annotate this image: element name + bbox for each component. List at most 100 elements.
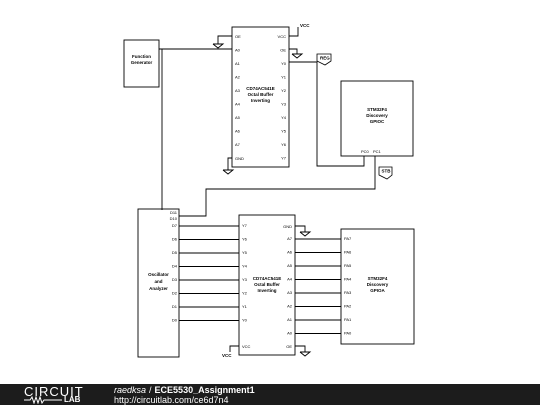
gpioa-name-3: GPIOA: [370, 288, 385, 293]
buffer-top-pin-r-y4: Y4: [281, 115, 287, 120]
buffer-top-pin-a5: A5: [235, 115, 241, 120]
credit-separator: /: [149, 385, 152, 395]
gpioa-name-1: STM32F4: [368, 276, 388, 281]
buffer-top-gnd-wire: [227, 157, 232, 170]
gpioc-name-3: GPIOC: [370, 119, 385, 124]
osc-pin-d6: D6: [172, 237, 178, 242]
buffer-top-pin-r-y7: Y7: [281, 156, 287, 161]
buffer-top-pin-a6: A6: [235, 129, 241, 134]
stm-gpioa-box[interactable]: [340, 228, 415, 345]
buffer-bottom-oe-gnd: [299, 351, 312, 357]
buffer-bottom-name-3: Inverting: [257, 288, 276, 293]
gpioa-pin-pa6: PA6: [344, 250, 352, 255]
buffer-top-pin-r-vcc: VCC: [278, 34, 287, 39]
buffer-top-pin-r-y5: Y5: [281, 129, 287, 134]
buffer-bottom-pin-r-a0: A0: [287, 331, 293, 336]
buffer-bottom-pin-y3: Y3: [242, 277, 248, 282]
buffer-bottom-pin-y6: Y6: [242, 237, 248, 242]
vcc-top-label: VCC: [300, 23, 310, 28]
osc-name-3: Analyzer: [149, 286, 168, 291]
gpioa-name-2: Discovery: [367, 282, 389, 287]
stb-label: STB: [382, 169, 392, 174]
osc-name-2: and: [154, 279, 162, 284]
buffer-bottom-vcc-wire: [229, 345, 239, 352]
logo-word: CIRCUIT: [24, 384, 84, 399]
buffer-top-pin-r-y0: Y0: [281, 61, 287, 66]
buffer-bottom-pin-y2: Y2: [242, 291, 248, 296]
gpioc-pin-pc0: PC0: [361, 149, 370, 154]
fgen-label-1: Function: [132, 54, 151, 59]
gpioc-name-1: STM32F4: [367, 107, 387, 112]
circuit-title[interactable]: ECE5530_Assignment1: [154, 385, 255, 395]
vcc-top-wire: [289, 27, 299, 37]
osc-pin-d5: D5: [172, 250, 178, 255]
logo-wave-icon: [24, 396, 62, 404]
buffer-bottom-pin-y5: Y5: [242, 250, 248, 255]
gpioa-pin-pa1: PA1: [344, 317, 352, 322]
osc-pin-d4: D4: [172, 264, 178, 269]
buffer-bottom-pin-y4: Y4: [242, 264, 248, 269]
buffer-bottom-chip[interactable]: [238, 214, 296, 356]
buffer-top-pin-a1: A1: [235, 61, 241, 66]
buffer-bottom-name-2: Octal Buffer: [254, 282, 280, 287]
buffer-top-pin-a4: A4: [235, 102, 241, 107]
gpioa-pin-pa7: PA7: [344, 236, 352, 241]
author-name[interactable]: raedksa: [114, 385, 147, 395]
buffer-bottom-gnd: [299, 231, 312, 237]
osc-pin-d11: D11: [170, 210, 178, 215]
buffer-bottom-gnd-wire: [295, 225, 306, 232]
buffer-top-pin-r-y2: Y2: [281, 88, 287, 93]
osc-pin-d10: D10: [170, 216, 178, 221]
buffer-bottom-pin-r-a4: A4: [287, 277, 293, 282]
stm-gpioc-box[interactable]: [340, 80, 414, 157]
circuitlab-logo[interactable]: CIRCUIT LAB: [24, 384, 90, 404]
osc-pin-d3: D3: [172, 277, 178, 282]
reg-flag: REG: [316, 53, 332, 66]
buffer-top-oe-gnd: [212, 43, 225, 49]
reg-label: REG: [320, 56, 330, 61]
buffer-bottom-pin-y1: Y1: [242, 304, 248, 309]
logo-lab: LAB: [64, 395, 81, 404]
buffer-top-name-3: Inverting: [251, 98, 270, 103]
circuit-url[interactable]: http://circuitlab.com/ce6d7n4: [114, 395, 229, 405]
buffer-bottom-pin-y7: Y7: [242, 223, 248, 228]
osc-pin-d7: D7: [172, 223, 178, 228]
function-generator-box[interactable]: [123, 39, 160, 88]
stb-wire: [179, 156, 376, 217]
buffer-bottom-pin-r-gnd: GND: [283, 224, 292, 229]
gpioc-pin-pc1: PC1: [373, 149, 382, 154]
gpioa-pin-pa4: PA4: [344, 277, 352, 282]
buffer-top-pin-r-oe: OE: [280, 48, 286, 53]
osc-pin-d1: D1: [172, 304, 178, 309]
buffer-top-pin-a7: A7: [235, 142, 241, 147]
buffer-bottom-pin-vcc: VCC: [242, 344, 251, 349]
stb-flag: STB: [378, 166, 393, 180]
buffer-top-chip[interactable]: [231, 26, 290, 168]
osc-pin-d2: D2: [172, 291, 178, 296]
buffer-bottom-pin-r-a3: A3: [287, 290, 293, 295]
osc-pin-d0: D0: [172, 318, 178, 323]
buffer-bottom-pin-r-a5: A5: [287, 263, 293, 268]
buffer-bottom-pin-r-a2: A2: [287, 304, 293, 309]
osc-box[interactable]: [137, 208, 180, 358]
buffer-bottom-oe-wire: [295, 345, 306, 352]
data-bus-wires: [179, 225, 341, 334]
buffer-bottom-pin-r-a1: A1: [287, 317, 293, 322]
gpioc-name-2: Discovery: [366, 113, 388, 118]
osc-name-1: Oscillator: [148, 272, 169, 277]
gpioa-pin-pa0: PA0: [344, 331, 352, 336]
buffer-top-oe-wire: [217, 35, 232, 44]
buffer-top-oe2-wire: [289, 48, 298, 54]
buffer-top-pin-a3: A3: [235, 88, 241, 93]
circuit-credit: raedksa/ECE5530_Assignment1: [114, 385, 255, 395]
buffer-top-pin-r-y3: Y3: [281, 102, 287, 107]
gpioa-pin-pa3: PA3: [344, 290, 352, 295]
reg-wire: [289, 61, 365, 167]
